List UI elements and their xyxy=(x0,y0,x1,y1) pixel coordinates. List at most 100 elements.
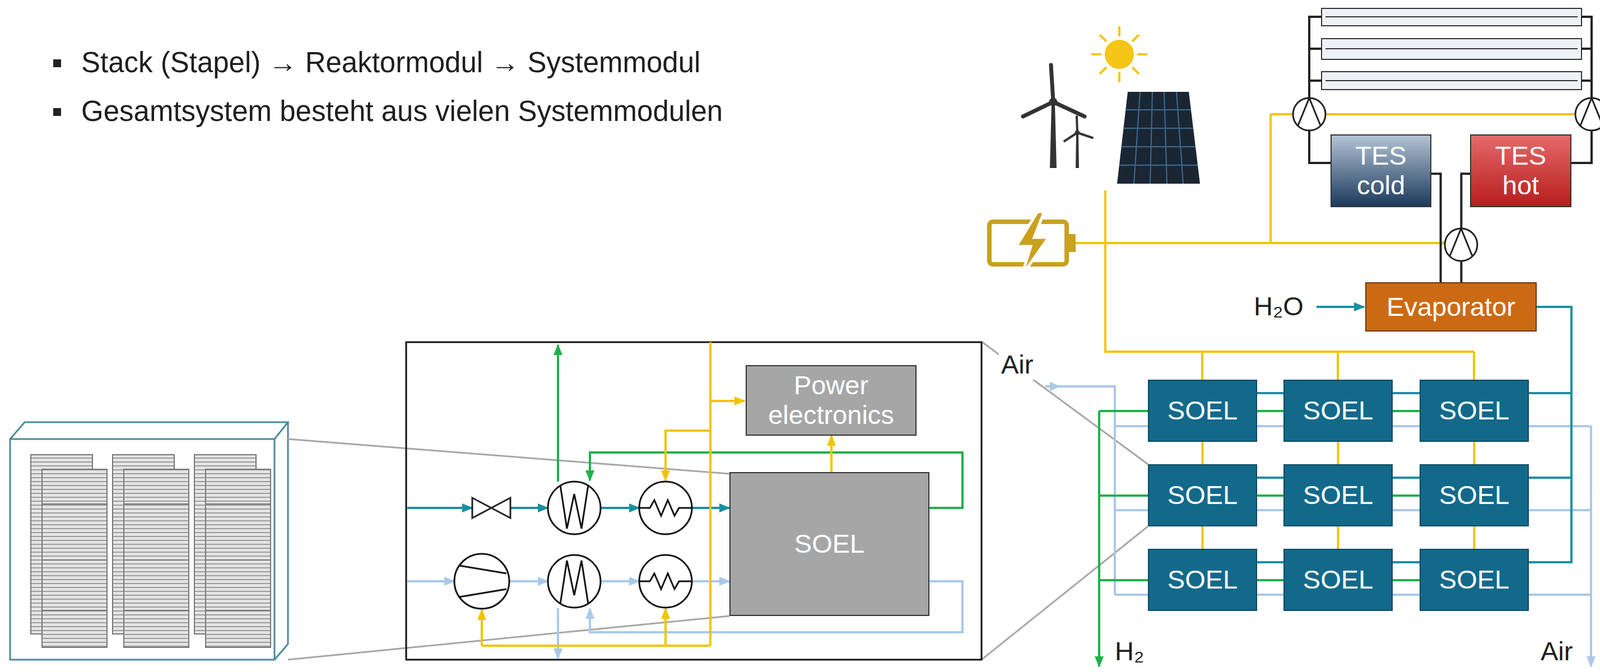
pipe-line xyxy=(1337,526,1340,550)
air-line xyxy=(509,580,548,583)
heat-exchanger-symbol xyxy=(547,481,601,535)
tes-cold-tank: TES cold xyxy=(1330,134,1432,208)
compressor-symbol xyxy=(459,589,507,598)
pipe-line xyxy=(1257,476,1284,479)
radiator-icon xyxy=(1325,16,1578,18)
wind-turbine-icon xyxy=(1049,104,1057,169)
steam-line xyxy=(600,507,640,510)
pipe-connector xyxy=(1257,393,1284,412)
battery-icon xyxy=(1066,234,1076,253)
water-inlet xyxy=(1316,305,1365,309)
node-text: SOEL xyxy=(1439,396,1510,426)
soel-module: SOEL xyxy=(1419,549,1529,612)
power-bus xyxy=(1472,351,1476,380)
cell-stack xyxy=(205,610,271,612)
power-bus xyxy=(1075,114,1600,380)
cell-stack xyxy=(205,469,271,648)
air-network xyxy=(1589,426,1593,667)
stack-housing xyxy=(274,422,288,660)
node-text: TES cold xyxy=(1355,141,1407,200)
radiator-icon xyxy=(1325,80,1578,82)
system-module-frame xyxy=(406,342,982,660)
zoom-leader xyxy=(287,341,1148,660)
node-text: TES hot xyxy=(1495,141,1547,200)
solar-panel-icon xyxy=(1133,91,1141,184)
heater-symbol xyxy=(639,481,692,608)
pipe-connector xyxy=(1528,307,1572,478)
radiator-icon xyxy=(1321,8,1582,26)
heat-exchanger-symbol xyxy=(560,560,589,605)
soel-module: SOEL xyxy=(1147,379,1258,443)
sun-icon xyxy=(1118,72,1121,83)
compressor-symbol xyxy=(459,565,507,574)
solar-panel-icon xyxy=(1150,91,1153,184)
node-text: Power electronics xyxy=(768,370,895,430)
sun-icon xyxy=(1132,34,1139,42)
valve-symbol xyxy=(472,498,511,519)
sun-icon xyxy=(1118,26,1121,37)
pump-symbol xyxy=(1449,228,1473,257)
node-text: SOEL xyxy=(1303,396,1374,426)
air-line xyxy=(600,580,640,583)
pipe-connector xyxy=(1473,442,1475,465)
bullet-marker xyxy=(53,108,62,116)
pipe-line xyxy=(1431,173,1441,283)
pipe-line xyxy=(1528,307,1572,478)
pipe-connector xyxy=(1392,562,1420,581)
pipe-line xyxy=(1257,410,1284,413)
power-line xyxy=(481,342,745,646)
wind-turbine-icon xyxy=(1022,64,1093,169)
solar-panel-icon xyxy=(1164,91,1167,184)
steam-line xyxy=(407,507,473,510)
pipe-line xyxy=(1201,442,1204,465)
air-line xyxy=(556,608,560,659)
cell-stack xyxy=(123,469,189,648)
bullet-text: Gesamtsystem besteht aus vielen Systemmo… xyxy=(81,95,723,129)
cooling-pipe xyxy=(1309,16,1331,164)
cell-stack xyxy=(42,503,108,505)
power-line xyxy=(664,608,667,646)
flow-label: Air xyxy=(1540,636,1573,667)
pipe-connector xyxy=(831,435,832,473)
node-text: SOEL xyxy=(1303,565,1374,595)
pipe-connector xyxy=(1202,442,1203,465)
wind-turbine-icon xyxy=(1022,101,1054,117)
pump-symbol xyxy=(1292,98,1600,262)
pipe-line xyxy=(1392,494,1420,497)
radiator-icon xyxy=(1321,71,1582,90)
pipe-line xyxy=(1257,392,1284,395)
stack-housing xyxy=(10,422,288,440)
pump-symbol xyxy=(1298,98,1321,126)
cooling-pipe xyxy=(1309,47,1322,50)
cell-stack xyxy=(42,469,108,648)
solar-panel-icon xyxy=(1121,146,1196,148)
pipe-line xyxy=(1257,579,1284,582)
solar-panel-icon xyxy=(1119,164,1198,166)
zoom-leader xyxy=(287,616,730,660)
pipe-connector xyxy=(1528,307,1572,563)
pipe-line xyxy=(1473,442,1476,465)
pipe-line xyxy=(1337,442,1340,465)
zoom-leader xyxy=(287,439,730,474)
pipe-line xyxy=(1392,410,1420,413)
node-text: SOEL xyxy=(1439,480,1510,511)
power-electronics-box: Power electronics xyxy=(745,365,917,436)
soel-module: SOEL xyxy=(1147,464,1258,527)
power-bus xyxy=(1269,114,1272,244)
power-line xyxy=(481,644,711,648)
node-text: Evaporator xyxy=(1386,292,1516,323)
radiator-icon xyxy=(1321,8,1582,90)
pipe-line xyxy=(1201,526,1204,550)
sun-icon xyxy=(1091,26,1148,83)
radiator-icon xyxy=(1321,38,1582,60)
bullet-marker xyxy=(53,59,62,116)
wind-turbine-icon xyxy=(1050,64,1054,102)
heater-symbol xyxy=(639,481,692,535)
node-text: SOEL xyxy=(1167,396,1238,426)
pipe-line xyxy=(1392,392,1420,395)
tes-hot-tank: TES hot xyxy=(1470,134,1572,208)
cell-stack xyxy=(42,559,108,561)
cell-stack xyxy=(205,559,271,561)
steam-line xyxy=(510,507,548,510)
valve-symbol xyxy=(472,498,511,519)
